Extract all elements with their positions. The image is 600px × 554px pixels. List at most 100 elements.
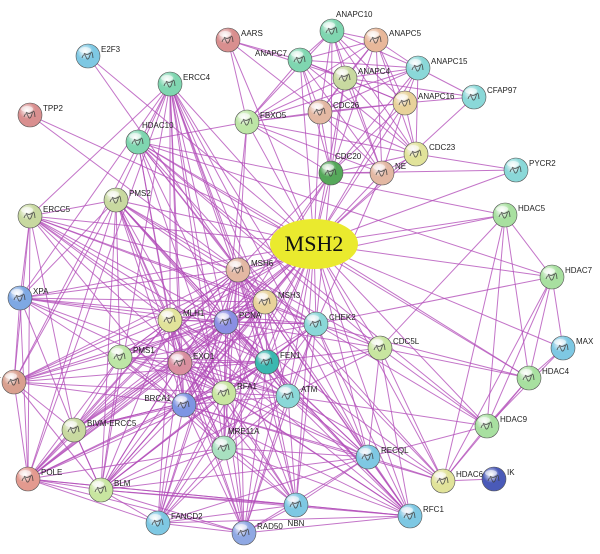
edge-hdac7-hdac4 xyxy=(528,276,553,379)
node-highlight xyxy=(409,59,421,65)
node-max[interactable]: MAX xyxy=(550,335,594,361)
node-mlh1[interactable]: MLH1 xyxy=(157,307,205,333)
edge-msh2-hdac6 xyxy=(313,243,444,482)
node-rfc1[interactable]: RFC1 xyxy=(397,503,444,529)
structure-icon xyxy=(313,107,326,116)
node-highlight xyxy=(485,470,497,476)
edge-rfa1-nbn xyxy=(223,392,297,506)
node-pms1[interactable]: PMS1 xyxy=(107,344,155,370)
edge-hdac5-hdac6 xyxy=(442,214,506,482)
node-highlight xyxy=(229,261,241,267)
edge-msh2-fancd2 xyxy=(157,243,315,524)
edge-rfa1-rfc1 xyxy=(223,392,411,517)
node-brca1[interactable]: BRCA1 xyxy=(144,392,197,418)
edge-msh6-bivm-ercc5 xyxy=(73,269,239,431)
node-msh6[interactable]: MSH6 xyxy=(225,257,274,283)
node-cdc23[interactable]: CDC23 xyxy=(403,141,456,167)
node-highlight xyxy=(478,417,490,423)
node-highlight xyxy=(287,496,299,502)
node-pole[interactable]: POLE xyxy=(15,466,62,492)
node-msh3[interactable]: MSH3 xyxy=(252,289,301,315)
node-rfa1[interactable]: RFA1 xyxy=(211,380,258,406)
node-cdc5l[interactable]: CDC5L xyxy=(367,335,420,361)
node-highlight xyxy=(111,348,123,354)
node-tpp2[interactable]: TPP2 xyxy=(17,102,64,128)
edge-msh2-bivm-ercc5 xyxy=(73,243,315,431)
node-bivm-ercc5[interactable]: BIVM-ERCC5 xyxy=(61,417,137,443)
node-anapc4[interactable]: ANAPC4 xyxy=(332,65,391,91)
edge-hdac5-hdac4 xyxy=(504,214,530,379)
node-ercc4[interactable]: ERCC4 xyxy=(157,71,211,97)
node-anapc10[interactable]: ANAPC10 xyxy=(319,10,373,44)
node-highlight xyxy=(92,481,104,487)
node-fbxo5[interactable]: FBXO5 xyxy=(234,109,287,135)
node-cfap97[interactable]: CFAP97 xyxy=(461,84,517,110)
node-nbn[interactable]: NBN xyxy=(283,492,309,528)
node-label-hdac6: HDAC6 xyxy=(456,470,484,479)
node-pycr2[interactable]: PYCR2 xyxy=(503,157,556,183)
structure-icon xyxy=(545,272,558,281)
node-hdac6[interactable]: HDAC6 xyxy=(430,468,484,494)
node-pcna[interactable]: PCNA xyxy=(213,309,262,335)
node-cdc26[interactable]: CDC26 xyxy=(307,99,360,125)
node-label-pole: POLE xyxy=(41,468,62,477)
node-chek2[interactable]: CHEK2 xyxy=(303,311,356,337)
node-label-cdc26: CDC26 xyxy=(333,101,360,110)
node-e2f3[interactable]: E2F3 xyxy=(75,43,121,69)
edge-xpa-pcna xyxy=(19,297,227,323)
edge-ercc1-pole xyxy=(13,381,29,480)
edge-msh2-tpp2 xyxy=(29,114,315,245)
node-ik[interactable]: IK xyxy=(481,466,515,492)
node-hdac5[interactable]: HDAC5 xyxy=(492,202,546,228)
node-label-fen1: FEN1 xyxy=(280,351,301,360)
edge-anapc4-cdc20 xyxy=(330,77,346,174)
node-anapc7[interactable]: ANAPC7 xyxy=(255,47,313,73)
hub-node-msh2[interactable]: MSH2 xyxy=(270,219,358,269)
node-label-mre11a: MRE11A xyxy=(228,427,260,436)
node-xpa[interactable]: XPA xyxy=(7,285,49,311)
node-hdac4[interactable]: HDAC4 xyxy=(516,365,570,391)
structure-icon xyxy=(293,55,306,64)
edge-msh3-mlh1 xyxy=(169,301,266,321)
node-nek2[interactable]: NE xyxy=(369,160,406,186)
node-anapc5[interactable]: ANAPC5 xyxy=(363,27,422,53)
edge-mlh1-bivm-ercc5 xyxy=(73,319,171,431)
edge-cdc20-msh6 xyxy=(237,172,332,271)
edge-atm-rad50 xyxy=(243,395,289,534)
node-mre11a[interactable]: MRE11A xyxy=(211,427,260,461)
edge-mlh1-fancd2 xyxy=(157,319,171,524)
edge-pms2-pms1 xyxy=(115,199,121,358)
edge-pms2-pole xyxy=(27,199,117,480)
node-anapc15[interactable]: ANAPC15 xyxy=(405,55,468,81)
edge-recql-nbn xyxy=(295,456,369,506)
edge-msh3-mre11a xyxy=(223,301,266,449)
node-exo1[interactable]: EXO1 xyxy=(167,350,215,376)
node-label-mlh1: MLH1 xyxy=(183,309,205,318)
node-hdac9[interactable]: HDAC9 xyxy=(474,413,528,439)
node-fen1[interactable]: FEN1 xyxy=(254,349,301,375)
node-pms2[interactable]: PMS2 xyxy=(103,187,151,213)
structure-icon xyxy=(151,518,164,527)
structure-icon xyxy=(163,315,176,324)
node-ercc1[interactable]: ERCC1 xyxy=(0,369,27,395)
edge-pcna-rad50 xyxy=(225,321,245,534)
node-hdac7[interactable]: HDAC7 xyxy=(539,264,593,290)
edge-mre11a-blm xyxy=(100,447,225,491)
edge-ercc4-ercc5 xyxy=(29,83,171,217)
node-recql[interactable]: RECQL xyxy=(355,444,409,470)
node-ercc5[interactable]: ERCC5 xyxy=(17,203,71,229)
edge-hdac5-cdc5l xyxy=(379,214,506,349)
node-rad50[interactable]: RAD50 xyxy=(231,520,283,546)
node-cdc20[interactable]: CDC20 xyxy=(318,152,362,186)
structure-icon xyxy=(258,297,271,306)
node-anapc16[interactable]: ANAPC16 xyxy=(392,90,455,116)
node-label-ercc5: ERCC5 xyxy=(43,205,71,214)
edge-hdac7-hdac9 xyxy=(486,276,553,427)
node-blm[interactable]: BLM xyxy=(88,477,131,503)
node-label-anapc16: ANAPC16 xyxy=(418,92,455,101)
node-hdac10[interactable]: HDAC10 xyxy=(125,121,174,155)
node-atm[interactable]: ATM xyxy=(275,383,318,409)
node-highlight xyxy=(367,31,379,37)
node-fancd2[interactable]: FANCD2 xyxy=(145,510,203,536)
node-aars[interactable]: AARS xyxy=(215,27,263,53)
